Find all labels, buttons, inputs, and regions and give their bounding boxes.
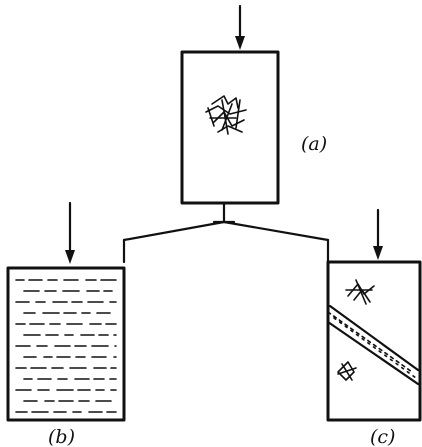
crack-a xyxy=(205,95,247,135)
label-c: (c) xyxy=(370,426,395,447)
load-arrow-c xyxy=(373,208,383,260)
load-arrow-b xyxy=(65,201,75,264)
label-a: (a) xyxy=(301,133,327,155)
specimen-a: (a) xyxy=(180,4,327,205)
crack-c-upper xyxy=(345,279,375,305)
specimen-a-block xyxy=(180,50,280,205)
shear-band-c xyxy=(326,304,420,386)
specimen-b-block xyxy=(6,266,126,422)
label-b: (b) xyxy=(48,426,75,447)
branch-connector xyxy=(122,201,330,264)
load-arrow-a xyxy=(235,4,245,50)
specimen-b: (b) xyxy=(6,201,126,447)
crack-c-lower xyxy=(337,361,357,381)
fracture-lines-b xyxy=(15,279,117,413)
specimen-c-block xyxy=(326,260,422,422)
specimen-c: (c) xyxy=(326,208,422,447)
